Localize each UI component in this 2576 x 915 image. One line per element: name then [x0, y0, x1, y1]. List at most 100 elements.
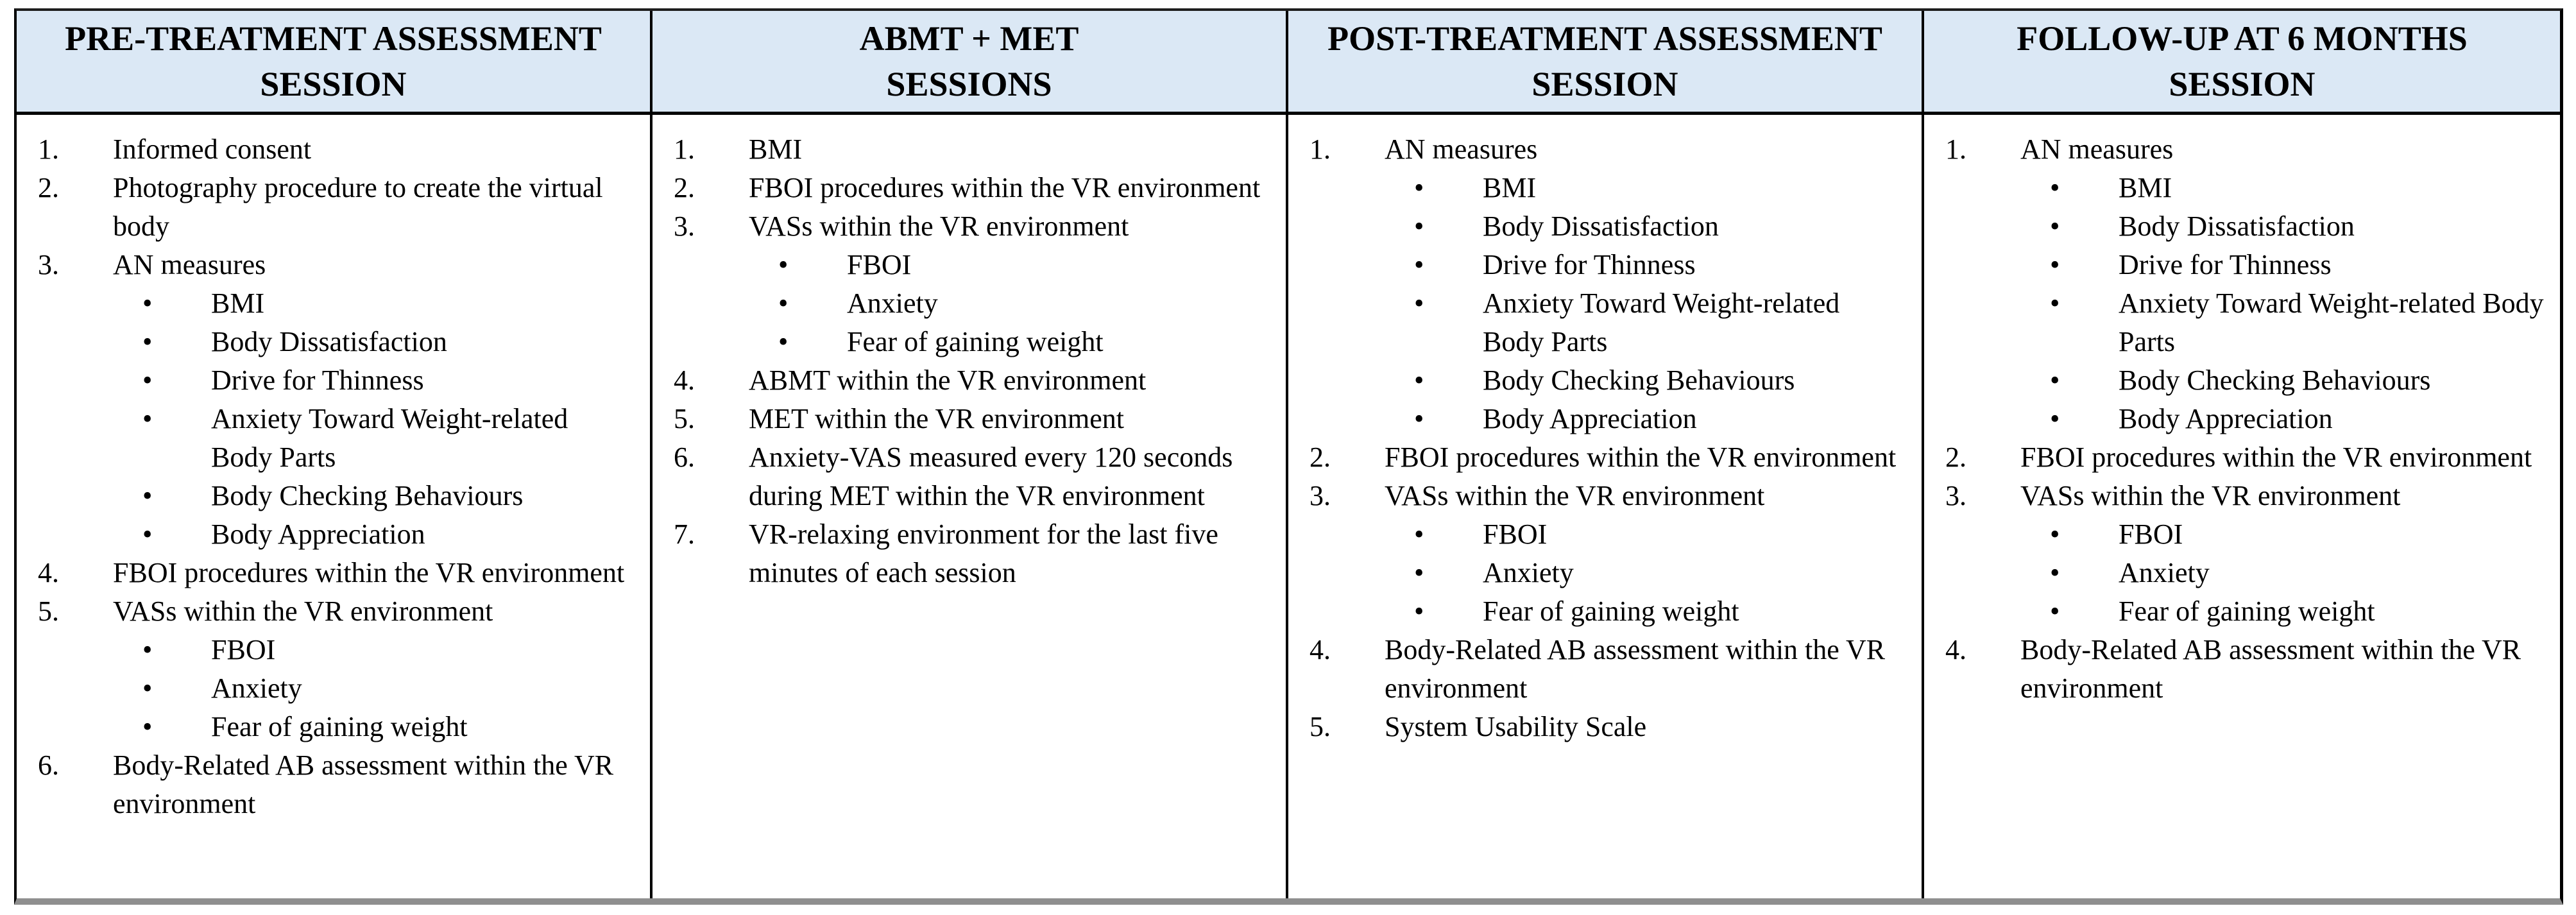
- bullet-list-item: • Drive for Thinness: [17, 361, 637, 400]
- body-cell: 1.AN measures•BMI•Body Dissatisfaction•D…: [1924, 115, 2560, 898]
- item-number: 3.: [674, 210, 695, 242]
- bullet-list-item: •Body Dissatisfaction: [1288, 207, 1909, 246]
- bullet-list-item: •Drive for Thinness: [1924, 246, 2547, 284]
- item-number: 1.: [1309, 133, 1331, 165]
- item-label: VASs within the VR environment: [749, 210, 1129, 242]
- bullet-icon: •: [2050, 364, 2060, 396]
- item-label: Body-Related AB assessment within the VR…: [113, 749, 614, 819]
- list-item: 3. VASs within the VR environment: [653, 207, 1273, 246]
- header-title-line: ABMT + MET: [859, 19, 1079, 58]
- item-label: Body-Related AB assessment within the VR…: [2020, 634, 2521, 704]
- item-label: AN measures: [113, 249, 266, 280]
- bullet-icon: •: [778, 249, 789, 280]
- item-number: 2.: [674, 172, 695, 203]
- bullet-label: Fear of gaining weight: [847, 326, 1104, 357]
- bullet-label: Fear of gaining weight: [1483, 595, 1739, 627]
- list-item: 1.Informed consent: [17, 130, 637, 169]
- bullet-icon: •: [2050, 249, 2060, 280]
- bullet-icon: •: [142, 364, 153, 396]
- list-item: 4.Body-Related AB assessment within the …: [1288, 631, 1909, 708]
- bullet-label: Anxiety: [211, 672, 302, 704]
- bullet-list-item: • FBOI: [653, 246, 1273, 284]
- bullet-label: BMI: [211, 287, 265, 319]
- item-number: 3.: [1945, 480, 1966, 511]
- bullet-label: FBOI: [1483, 518, 1548, 550]
- bullet-list-item: •FBOI: [17, 631, 637, 669]
- list-item: 2.FBOI procedures within the VR environm…: [653, 169, 1273, 207]
- item-number: 4.: [38, 557, 59, 588]
- bullet-label: BMI: [1483, 172, 1537, 203]
- bullet-icon: •: [1414, 403, 1424, 434]
- item-number: 2.: [1309, 441, 1331, 473]
- item-label: VR-relaxing environment for the last fiv…: [749, 518, 1218, 588]
- item-label: FBOI procedures within the VR environmen…: [2020, 441, 2532, 473]
- bullet-icon: •: [2050, 403, 2060, 434]
- body-cell: 1.AN measures•BMI•Body Dissatisfaction•D…: [1288, 115, 1924, 898]
- item-number: 5.: [674, 403, 695, 434]
- bullet-label: FBOI: [847, 249, 912, 280]
- bullet-icon: •: [778, 287, 789, 319]
- list-item: 5.VASs within the VR environment: [17, 592, 637, 631]
- bullet-label: Anxiety: [1483, 557, 1574, 588]
- bullet-icon: •: [1414, 172, 1424, 203]
- item-label: AN measures: [1385, 133, 1538, 165]
- item-label: Anxiety-VAS measured every 120 seconds d…: [749, 441, 1233, 511]
- item-number: 4.: [674, 364, 695, 396]
- bullet-icon: •: [1414, 518, 1424, 550]
- list-item: 1.AN measures: [1924, 130, 2547, 169]
- bullet-list-item: •Fear of gaining weight: [1288, 592, 1909, 631]
- bullet-list-item: • FBOI: [1288, 515, 1909, 554]
- item-label: AN measures: [2020, 133, 2174, 165]
- bullet-list-item: •Body Appreciation: [1924, 400, 2547, 438]
- bullet-label: FBOI: [211, 634, 276, 665]
- bullet-label: Fear of gaining weight: [2119, 595, 2375, 627]
- item-label: System Usability Scale: [1385, 711, 1647, 742]
- bullet-label: Fear of gaining weight: [211, 711, 468, 742]
- bullet-icon: •: [142, 326, 153, 357]
- bullet-list-item: •BMI: [17, 284, 637, 323]
- bullet-label: Body Checking Behaviours: [1483, 364, 1795, 396]
- bullet-label: Body Appreciation: [211, 518, 425, 550]
- bullet-label: Anxiety Toward Weight-related Body Parts: [1483, 287, 1840, 357]
- bullet-label: Drive for Thinness: [211, 364, 424, 396]
- item-number: 6.: [674, 441, 695, 473]
- bullet-label: Body Dissatisfaction: [211, 326, 447, 357]
- header-title-line: POST-TREATMENT ASSESSMENT: [1327, 19, 1882, 58]
- item-label: MET within the VR environment: [749, 403, 1124, 434]
- bullet-icon: •: [1414, 287, 1424, 319]
- bullet-label: Anxiety: [2119, 557, 2210, 588]
- item-label: Photography procedure to create the virt…: [113, 172, 603, 242]
- bullet-icon: •: [778, 326, 789, 357]
- bullet-label: Body Checking Behaviours: [2119, 364, 2431, 396]
- bullet-list-item: •Anxiety: [653, 284, 1273, 323]
- list-item: 3.AN measures: [17, 246, 637, 284]
- header-title-line: PRE-TREATMENT ASSESSMENT: [65, 19, 602, 58]
- item-label: VASs within the VR environment: [2020, 480, 2401, 511]
- item-number: 5.: [1309, 711, 1331, 742]
- bullet-list-item: •Body Appreciation: [1288, 400, 1909, 438]
- bullet-icon: •: [142, 480, 153, 511]
- bullet-label: Drive for Thinness: [1483, 249, 1696, 280]
- bullet-list-item: •Fear of gaining weight: [17, 708, 637, 746]
- bullet-list-item: •Fear of gaining weight: [1924, 592, 2547, 631]
- list-item: 4.Body-Related AB assessment within the …: [1924, 631, 2547, 708]
- bullet-list-item: • Body Dissatisfaction: [17, 323, 637, 361]
- bullet-icon: •: [1414, 249, 1424, 280]
- bullet-label: Body Dissatisfaction: [1483, 210, 1719, 242]
- header-title-line: FOLLOW-UP AT 6 MONTHS: [2017, 19, 2468, 58]
- list-item: 1. AN measures: [1288, 130, 1909, 169]
- item-label: FBOI procedures within the VR environmen…: [113, 557, 625, 588]
- bullet-label: Anxiety Toward Weight-related Body Parts: [211, 403, 568, 473]
- list-item: 1.BMI: [653, 130, 1273, 169]
- bullet-list-item: •Anxiety: [17, 669, 637, 708]
- list-item: 5. MET within the VR environment: [653, 400, 1273, 438]
- bullet-list-item: • Anxiety Toward Weight-related Body Part…: [1288, 284, 1909, 361]
- bullet-icon: •: [142, 403, 153, 434]
- bullet-icon: •: [2050, 557, 2060, 588]
- item-number: 5.: [38, 595, 59, 627]
